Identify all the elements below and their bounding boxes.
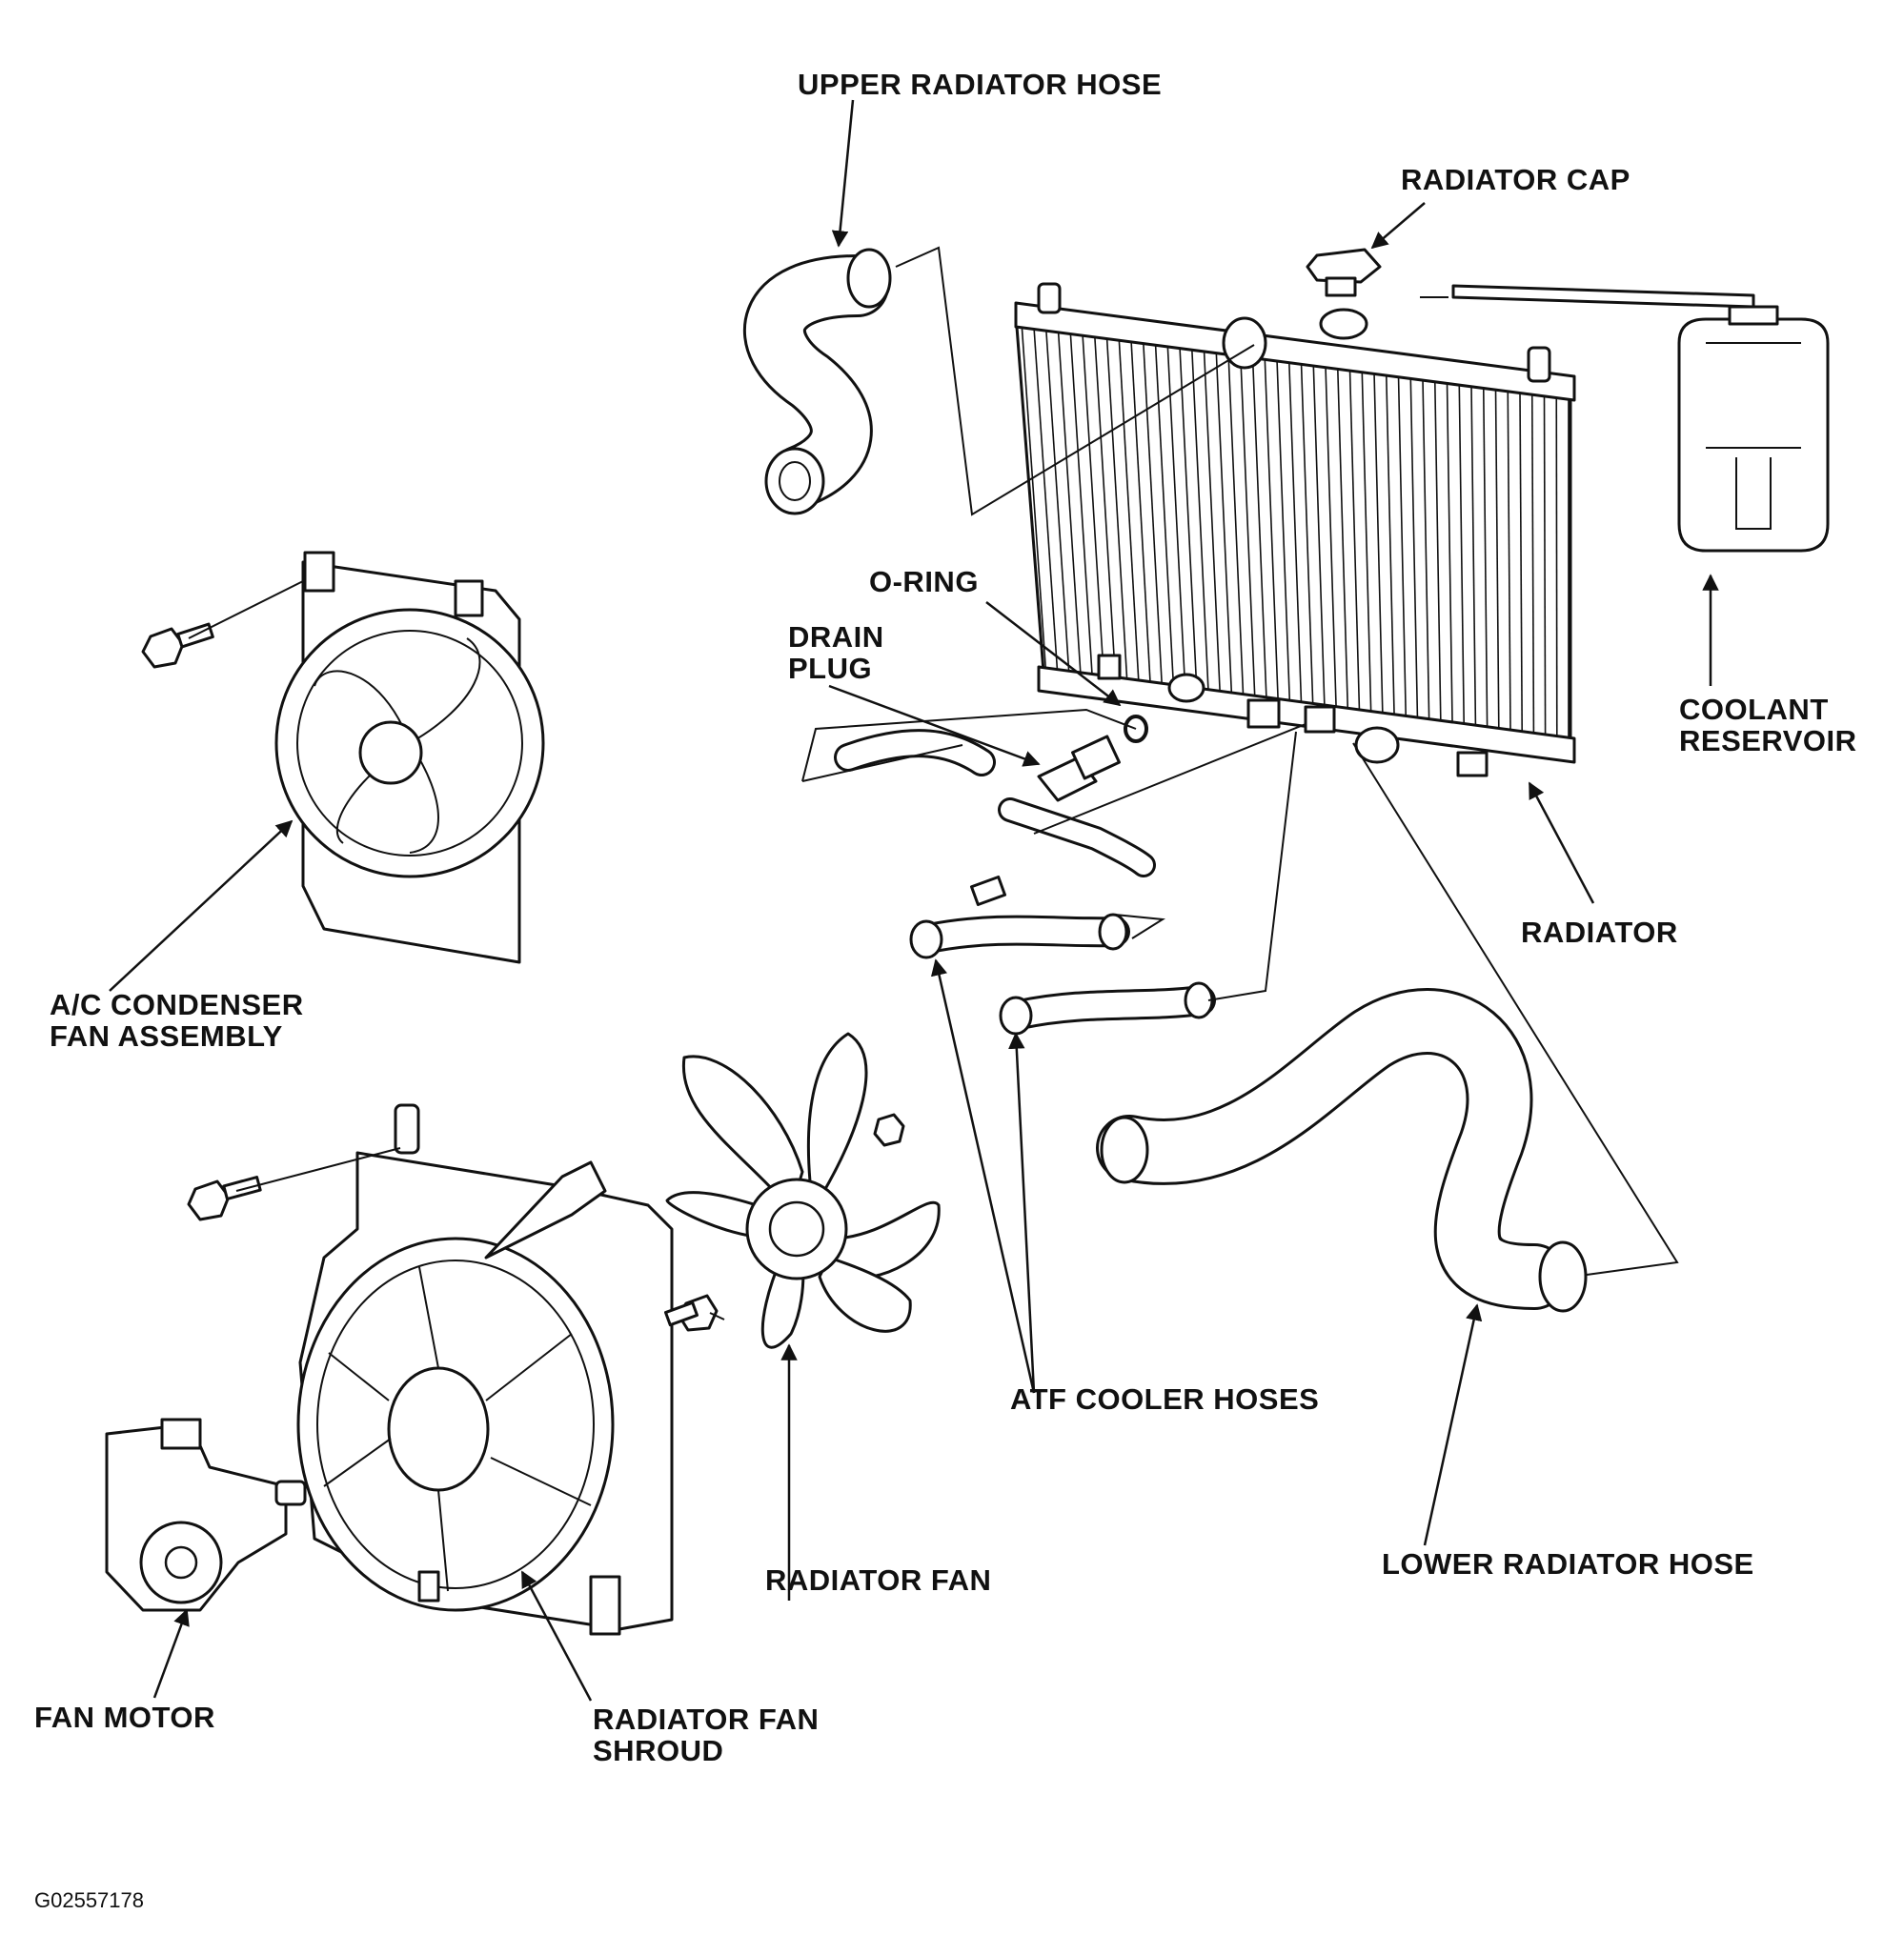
label-coolant-reservoir: COOLANT RESERVOIR (1679, 693, 1857, 757)
radiator-fin (1336, 363, 1349, 720)
label-radiator-cap: RADIATOR CAP (1401, 163, 1631, 196)
radiator-fin (1433, 376, 1442, 734)
radiator-fin (1130, 336, 1152, 694)
o-ring (1124, 715, 1148, 743)
radiator-fin (1458, 379, 1466, 736)
radiator-fin (1422, 374, 1430, 732)
radiator-fin (1081, 330, 1105, 687)
radiator-fin (1555, 393, 1558, 750)
label-o-ring: O-RING (869, 565, 979, 598)
radiator-fin (1190, 344, 1210, 701)
radiator-fin (1409, 373, 1419, 731)
radiator-fin (1203, 346, 1222, 703)
radiator-fin (1021, 321, 1047, 679)
radiator-fin (1397, 372, 1408, 729)
radiator-fin (1264, 353, 1280, 711)
radiator-fin (1507, 386, 1511, 743)
radiator-fin (1325, 362, 1338, 719)
label-lower-radiator-hose: LOWER RADIATOR HOSE (1382, 1547, 1754, 1581)
radiator-fin (1093, 332, 1117, 689)
radiator-fin (1057, 327, 1083, 684)
radiator-fin (1105, 333, 1129, 690)
radiator-fin (1348, 365, 1361, 722)
label-drain-plug: DRAIN PLUG (788, 620, 884, 685)
radiator-fin (1154, 339, 1175, 696)
radiator-fin (1166, 341, 1186, 698)
leader-arrows (109, 99, 1719, 1702)
radiator-fin (1179, 342, 1199, 699)
radiator-cap (1306, 248, 1382, 297)
label-radiator-fan: RADIATOR FAN (765, 1563, 992, 1597)
radiator-fin (1276, 355, 1291, 713)
radiator-fin (1118, 334, 1141, 692)
radiator-fin (1239, 351, 1256, 708)
label-ac-condenser-fan-assembly: A/C CONDENSER FAN ASSEMBLY (50, 988, 304, 1053)
radiator-fin (1032, 323, 1059, 680)
assembly-lines (188, 246, 1679, 1320)
lower-radiator-hose (1096, 988, 1588, 1313)
label-upper-radiator-hose: UPPER RADIATOR HOSE (798, 68, 1163, 101)
figure-code: G02557178 (34, 1888, 144, 1912)
radiator-fin (1227, 349, 1245, 706)
radiator-fin (1287, 357, 1303, 715)
radiator-fin (1482, 383, 1489, 740)
radiator-fin (1385, 370, 1396, 727)
drain-plug (1037, 735, 1121, 802)
radiator-fin (1044, 325, 1071, 682)
radiator (1014, 282, 1576, 777)
coolant-reservoir (1451, 284, 1830, 553)
radiator-fin (1300, 358, 1314, 716)
radiator-fin (1361, 367, 1372, 724)
label-fan-motor: FAN MOTOR (34, 1701, 215, 1734)
radiator-fin (1494, 384, 1500, 741)
label-radiator-fan-shroud: RADIATOR FAN SHROUD (593, 1703, 820, 1767)
label-radiator: RADIATOR (1521, 916, 1678, 949)
radiator-fin (1530, 389, 1535, 746)
bolt-fan (664, 1294, 719, 1332)
radiator-fin (1142, 337, 1164, 695)
radiator-fin (1470, 381, 1477, 738)
fan-motor (105, 1418, 307, 1612)
radiator-fin (1446, 378, 1454, 736)
radiator-fin (1312, 360, 1327, 717)
radiator-fins (1021, 321, 1570, 751)
ac-condenser-fan-assembly (274, 551, 545, 964)
radiator-fan-shroud (296, 1103, 674, 1636)
radiator-fin (1373, 368, 1384, 725)
radiator-fin (1519, 388, 1524, 745)
radiator-fin (1251, 353, 1268, 710)
radiator-fin (1069, 328, 1094, 685)
radiator-fin (1215, 347, 1233, 705)
radiator-fan (665, 1032, 941, 1349)
atf-cooler-hoses (834, 729, 1216, 1036)
upper-radiator-hose (743, 248, 892, 515)
radiator-fin (1543, 391, 1547, 748)
bolt-shroud (187, 1176, 262, 1221)
label-atf-cooler-hoses: ATF COOLER HOSES (1010, 1382, 1320, 1416)
